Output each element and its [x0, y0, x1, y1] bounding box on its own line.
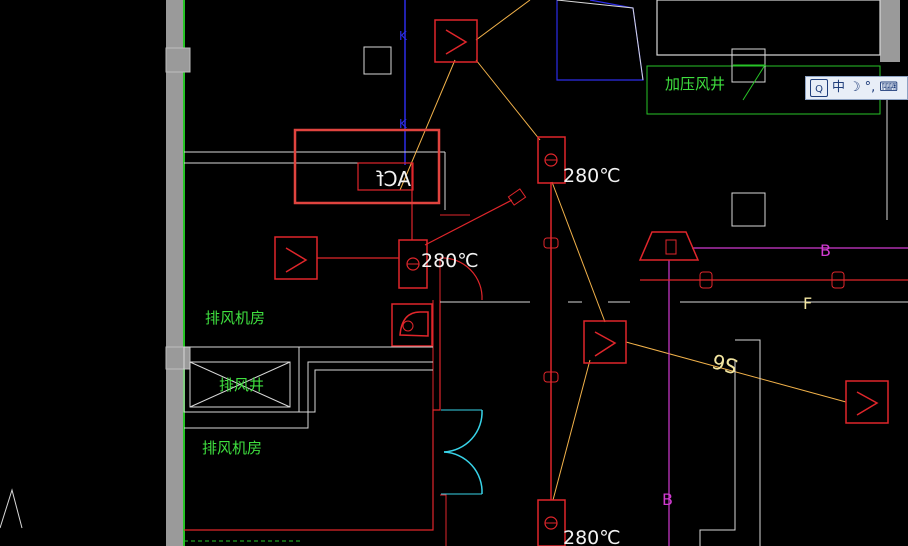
fire-damper-3[interactable]	[537, 499, 566, 546]
fragment-bottom-left	[0, 488, 23, 529]
shaft-wall-lines-3	[299, 369, 433, 413]
orange-line-5	[552, 359, 591, 501]
selected-tag-box	[357, 162, 414, 191]
double-door[interactable]	[441, 409, 483, 495]
shaft-wall-lines-2	[184, 361, 433, 429]
temp-label-3: 280℃	[563, 527, 621, 546]
blue-outline	[556, 0, 644, 81]
duct-valve-5	[831, 271, 845, 289]
pipe-b-label-bottom: B	[662, 490, 673, 509]
label-exhaust-shaft: 排风井	[219, 376, 264, 394]
selection-highlight-box[interactable]	[293, 128, 441, 205]
wall-notch-2	[165, 346, 191, 370]
room-outline-top-right	[656, 0, 881, 56]
ime-logo-icon[interactable]: Q	[810, 79, 828, 97]
white-outline-top	[556, 0, 644, 81]
wall-outline-lower-right-2	[699, 360, 736, 546]
ime-mode-indicator[interactable]: 中	[832, 80, 846, 95]
diffuser-box-2[interactable]	[274, 236, 318, 280]
shaft-cross-2	[189, 361, 291, 408]
temp-label-2: 280℃	[421, 250, 479, 272]
duct-valve-2	[543, 237, 559, 249]
ime-halfwidth-icon[interactable]: ☽	[849, 80, 861, 95]
duct-link-2	[424, 199, 513, 246]
diffuser-box-3[interactable]	[583, 320, 627, 364]
duct-valve-3	[543, 371, 559, 383]
pipe-b-label-top: B	[820, 241, 831, 260]
label-exhaust-fan-room-lower: 排风机房	[202, 439, 262, 457]
label-exhaust-fan-room-upper: 排风机房	[205, 309, 265, 327]
orange-line-2	[399, 59, 456, 191]
temp-label-1: 280℃	[563, 165, 621, 187]
selected-tag-text: ACf	[376, 167, 411, 191]
ime-keyboard-icon[interactable]: ⌨	[879, 80, 899, 95]
wall-column-right	[880, 0, 900, 62]
column-square-1	[363, 46, 392, 75]
exhaust-shaft-outline-inner	[189, 361, 291, 408]
orange-line-6	[625, 341, 847, 403]
column-square-2	[731, 192, 766, 227]
line-s6-label: S6	[710, 349, 741, 379]
orange-line-3	[475, 59, 541, 141]
room-outline-red-3	[440, 494, 447, 546]
pipe-k-label-1: K	[399, 29, 408, 43]
wall-notch-1	[165, 47, 191, 73]
pipe-k-label-2: K	[399, 117, 408, 131]
diffuser-box-4[interactable]	[845, 380, 889, 424]
exhaust-fan[interactable]	[391, 303, 433, 347]
duct-valve-4	[699, 271, 713, 289]
exhaust-shaft-outline-outer	[183, 346, 300, 413]
orange-line-4	[551, 181, 606, 323]
wall-outline-lower-right	[735, 339, 761, 546]
wall-column-left	[166, 0, 184, 546]
fire-damper-1[interactable]	[537, 136, 566, 184]
smoke-hood[interactable]	[638, 231, 700, 261]
ime-punctuation-icon[interactable]: °,	[864, 80, 876, 95]
label-pressurized-shaft: 加压风井	[665, 75, 725, 93]
line-f-label: F	[803, 294, 812, 313]
orange-line-1	[475, 0, 531, 41]
duct-valve-1	[507, 188, 527, 206]
ime-toolbar[interactable]: Q 中 ☽ °, ⌨	[805, 76, 908, 100]
fire-damper-2[interactable]	[398, 239, 428, 289]
diffuser-box-1[interactable]	[434, 19, 478, 63]
shaft-diagonal	[733, 64, 766, 101]
door-swing-1	[439, 257, 483, 301]
